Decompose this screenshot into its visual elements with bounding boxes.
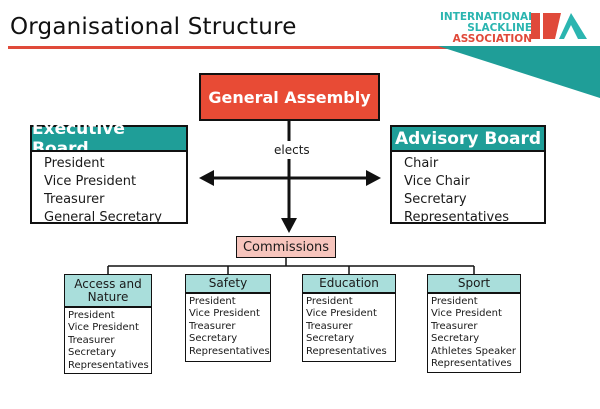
- member-item: Vice President: [68, 322, 139, 334]
- member-item: Vice President: [431, 308, 502, 320]
- member-item: President: [44, 156, 105, 171]
- member-item: Athletes Speaker: [431, 345, 516, 357]
- member-item: Treasurer: [189, 320, 236, 332]
- member-item: Secretary: [68, 347, 117, 359]
- member-item: President: [431, 296, 478, 307]
- commissions-node: Commissions: [236, 236, 336, 258]
- isa-logo-icon: [531, 13, 587, 39]
- member-item: Treasurer: [44, 192, 105, 207]
- member-item: Representatives: [306, 345, 387, 357]
- commission-access-nature-title: Access and Nature: [64, 274, 152, 307]
- header-divider: [8, 46, 453, 49]
- arrow-down-commissions: [281, 218, 297, 233]
- member-item: Vice President: [189, 308, 260, 320]
- executive-board-members: President Vice President Treasurer Gener…: [30, 150, 188, 225]
- member-item: President: [189, 296, 236, 307]
- member-item: General Secretary: [44, 210, 162, 225]
- page-title: Organisational Structure: [10, 14, 297, 40]
- commission-safety-title: Safety: [185, 274, 271, 293]
- advisory-board-title: Advisory Board: [390, 125, 546, 152]
- member-item: President: [68, 310, 115, 321]
- member-item: Treasurer: [306, 320, 353, 332]
- commission-access-nature-members: President Vice President Treasurer Secre…: [64, 307, 152, 374]
- commission-sport-members: President Vice President Treasurer Secre…: [427, 293, 521, 373]
- executive-board-title: Executive Board: [30, 119, 188, 159]
- member-item: Chair: [404, 156, 439, 171]
- member-item: Vice Chair: [404, 174, 470, 189]
- arrow-left-executive: [199, 170, 214, 186]
- member-item: Representatives: [189, 345, 270, 357]
- logo-line-1: INTERNATIONAL: [440, 11, 535, 23]
- isa-logo-text: INTERNATIONAL SLACKLINE ASSOCIATION: [440, 11, 535, 45]
- arrow-right-advisory: [366, 170, 381, 186]
- member-item: Vice President: [306, 308, 377, 320]
- general-assembly-node: General Assembly: [199, 73, 380, 121]
- member-item: Secretary: [404, 192, 467, 207]
- commission-safety-members: President Vice President Treasurer Secre…: [185, 293, 271, 362]
- member-item: Representatives: [404, 210, 510, 225]
- commission-education-title: Education: [302, 274, 396, 293]
- header-teal-accent: [438, 46, 600, 98]
- member-item: Representatives: [431, 358, 512, 370]
- member-item: Secretary: [189, 333, 238, 345]
- member-item: Treasurer: [431, 320, 478, 332]
- commission-education-members: President Vice President Treasurer Secre…: [302, 293, 396, 362]
- member-item: Secretary: [431, 333, 480, 345]
- elects-label: elects: [272, 143, 312, 157]
- member-item: Treasurer: [68, 334, 115, 346]
- member-item: Vice President: [44, 174, 137, 189]
- logo-line-3: ASSOCIATION: [452, 33, 532, 45]
- logo-line-2: SLACKLINE: [467, 22, 532, 34]
- advisory-board-members: Chair Vice Chair Secretary Representativ…: [390, 150, 546, 225]
- member-item: President: [306, 296, 353, 307]
- member-item: Secretary: [306, 333, 355, 345]
- commission-sport-title: Sport: [427, 274, 521, 293]
- member-item: Representatives: [68, 359, 149, 371]
